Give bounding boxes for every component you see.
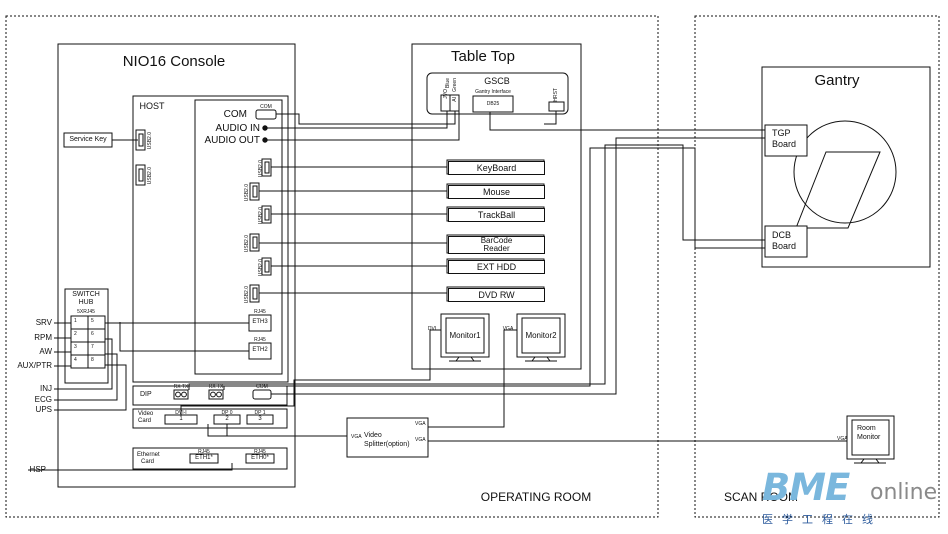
com-port-label: COM: [260, 104, 272, 110]
scan-room-label: SCAN ROOM: [723, 490, 799, 504]
audio-out-label: AUDIO OUT: [204, 135, 260, 146]
monitor1-label: Monitor1: [449, 331, 481, 340]
rj45-c-label: RJ45: [198, 449, 210, 455]
video-port-2: 2: [225, 416, 229, 422]
eth0-label: ETH0*: [251, 455, 269, 461]
dcb-board-label: DCB Board: [772, 230, 797, 251]
com-label: COM: [223, 109, 247, 120]
scan-room-boundary: [694, 15, 940, 518]
host-inner-box: [194, 99, 283, 375]
watermark-chinese: 医学工程在线: [762, 513, 882, 526]
input-srv: SRV: [35, 318, 52, 327]
host-label: HOST: [139, 101, 165, 111]
room-monitor-label: Room Monitor: [857, 425, 881, 441]
gscb-label: GSCB: [484, 76, 510, 86]
usb-port-6: USB2.0: [244, 286, 250, 304]
switch-hub-sub: 5XRJ45: [77, 309, 95, 315]
splitter-vga-in: VGA: [351, 434, 362, 440]
barcode-reader-device: BarCode Reader: [448, 236, 545, 254]
watermark-logo: BME: [762, 466, 850, 509]
j-label-green: Green: [452, 78, 458, 92]
hub-port-1: 1: [74, 318, 77, 324]
input-ecg: ECG: [34, 395, 52, 404]
usb-port-5: USB2.0: [258, 259, 264, 277]
j-label-ai: AI: [452, 97, 458, 102]
mouse-device: Mouse: [448, 185, 545, 199]
video-port-3: 3: [258, 416, 262, 422]
hrst-label: HRST: [553, 88, 559, 102]
input-rpm: RPM: [34, 333, 52, 342]
monitor1-dvi-label: DVI: [427, 326, 437, 332]
hub-port-4: 4: [74, 357, 77, 363]
video-card-line1: Video: [138, 411, 154, 417]
switch-hub-line1: SWITCH: [72, 291, 100, 298]
watermark-online: online: [870, 480, 938, 505]
input-hsp: HSP: [29, 465, 46, 474]
usb-label-a: USB2.0: [147, 132, 153, 150]
usb-port-1: USB2.0: [258, 160, 264, 178]
console-title: NIO16 Console: [122, 53, 226, 70]
usb-port-2: USB2.0: [244, 184, 250, 202]
j-label-jvo: JVO: [443, 89, 449, 99]
j-label-blue: Blue: [445, 78, 451, 89]
host-box: [132, 95, 289, 383]
gantry-title: Gantry: [814, 72, 860, 89]
tgp-board-label: TGP Board: [772, 128, 797, 149]
ethernet-card-line1: Ethernet: [137, 452, 160, 458]
gscb-box: [426, 72, 569, 115]
switch-hub-line2: HUB: [78, 299, 94, 306]
keyboard-device: KeyBoard: [448, 161, 545, 175]
input-aw: AW: [39, 347, 52, 356]
rx-tx-b: RX TX: [208, 384, 224, 390]
usb-port-4: USB2.0: [244, 235, 250, 253]
dvd-rw-device: DVD RW: [448, 288, 545, 302]
video-splitter-label: Video Splitter(option): [364, 432, 410, 448]
monitor2-label: Monitor2: [525, 331, 557, 340]
table-top-title: Table Top: [451, 48, 515, 65]
eth1-label: ETH1*: [195, 455, 213, 461]
splitter-vga-out-right: VGA: [415, 437, 426, 443]
dp0-label: DP 0: [221, 410, 233, 416]
hub-port-8: 8: [91, 357, 94, 363]
hub-port-3: 3: [74, 344, 77, 350]
hub-port-5: 5: [91, 318, 94, 324]
video-card-line2: Card: [138, 418, 152, 424]
hub-port-6: 6: [91, 331, 94, 337]
eth3-label: ETH3: [252, 319, 268, 325]
ext-hdd-device: EXT HDD: [448, 260, 545, 274]
gantry-box: [761, 66, 931, 268]
hub-port-2: 2: [74, 331, 77, 337]
table-top-box: [411, 43, 582, 370]
input-aux-ptr: AUX/PTR: [17, 361, 52, 370]
gantry-interface-label: Gantry Interface: [475, 89, 511, 95]
service-key-label: Service Key: [69, 136, 107, 143]
rx-tx-a: RX TX: [173, 384, 189, 390]
hub-port-7: 7: [91, 344, 94, 350]
dip-label: DIP: [140, 391, 152, 398]
ethernet-card-line2: Card: [141, 459, 155, 465]
rj45-b-label: RJ45: [254, 337, 266, 343]
operating-room-label: OPERATING ROOM: [480, 490, 592, 504]
dip-com-label: COM: [256, 384, 268, 390]
input-ups: UPS: [35, 405, 52, 414]
monitor2-vga-label: VGA: [502, 326, 514, 332]
video-port-1: 1: [179, 416, 183, 422]
trackball-device: TrackBall: [448, 208, 545, 222]
audio-in-label: AUDIO IN: [215, 123, 260, 134]
rj45-a-label: RJ45: [254, 309, 266, 315]
db25-label: DB25: [486, 101, 500, 107]
operating-room-boundary: [5, 15, 659, 518]
rj45-d-label: RJ45: [254, 449, 266, 455]
dvi-label: DVI-I: [175, 410, 187, 416]
dp1-label: DP 1: [254, 410, 266, 416]
room-monitor-vga: VGA: [837, 436, 848, 442]
usb-label-b: USB2.0: [147, 167, 153, 185]
splitter-vga-out-top: VGA: [415, 421, 426, 427]
input-inj: INJ: [40, 384, 52, 393]
eth2-label: ETH2: [252, 347, 268, 353]
usb-port-3: USB2.0: [258, 207, 264, 225]
